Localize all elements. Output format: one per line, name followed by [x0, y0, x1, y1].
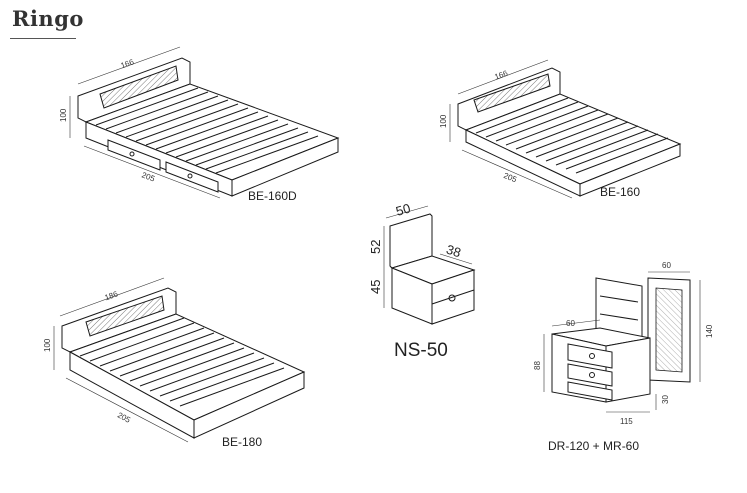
be160d-headboard-pad — [99, 65, 179, 109]
be160-length-label: 205 — [502, 171, 518, 185]
drawer-height-label: 30 — [661, 395, 670, 404]
ns50-drawer-knob — [448, 294, 456, 302]
ns50-depth-label: 38 — [444, 242, 462, 261]
be180-width-label: 186 — [103, 289, 119, 302]
be160d-slats — [95, 87, 319, 174]
be180-slats — [79, 317, 285, 407]
ns50-body-height-label: 45 — [368, 280, 383, 294]
dresser-depth-label: 60 — [566, 319, 575, 328]
mirror-glass — [655, 287, 683, 373]
be160-frame-end — [579, 143, 681, 197]
be160d-model-label: BE-160D — [248, 189, 297, 203]
be160d-height-label: 100 — [59, 108, 68, 122]
ns50-model-label: NS-50 — [394, 340, 448, 361]
be180-frame-end — [193, 371, 305, 439]
be160d-length-label: 205 — [140, 170, 156, 183]
be160-width-label: 166 — [493, 68, 509, 81]
dresser-width-label: 115 — [620, 417, 633, 426]
brand-underline — [10, 38, 76, 39]
dr-mr-model-label: DR-120 + MR-60 — [548, 439, 639, 453]
be160-height-label: 100 — [439, 114, 448, 128]
be180-height-label: 100 — [43, 338, 52, 352]
dresser-drawer-3 — [567, 381, 613, 401]
brand-logo: Ringo — [12, 6, 84, 31]
bed-be160d: 166 100 205 BE-160D — [59, 46, 340, 203]
be160d-frame-end — [231, 137, 339, 197]
dresser-height-label: 88 — [533, 361, 542, 370]
be160-headboard-pad — [473, 73, 551, 113]
be160d-width-label: 166 — [119, 57, 135, 70]
be180-model-label: BE-180 — [222, 435, 262, 449]
dresser-mirror-set: 60 140 60 88 115 30 DR-120 + MR-60 — [533, 261, 714, 453]
dresser-front — [605, 337, 651, 403]
nightstand-ns50: 50 38 52 45 NS-50 — [368, 201, 476, 361]
bed-be180: 186 100 205 BE-180 — [43, 277, 306, 449]
ns50-width-label: 50 — [394, 201, 412, 219]
be180-headboard-pad — [85, 295, 165, 337]
bed-be160: 166 100 205 BE-160 — [439, 59, 682, 199]
mirror-width-label: 60 — [662, 261, 671, 270]
mirror-height-label: 140 — [705, 324, 714, 338]
ns50-back-height-label: 52 — [368, 240, 383, 254]
be160-slats — [475, 97, 669, 174]
be180-length-label: 205 — [116, 411, 132, 425]
be160-model-label: BE-160 — [600, 185, 640, 199]
